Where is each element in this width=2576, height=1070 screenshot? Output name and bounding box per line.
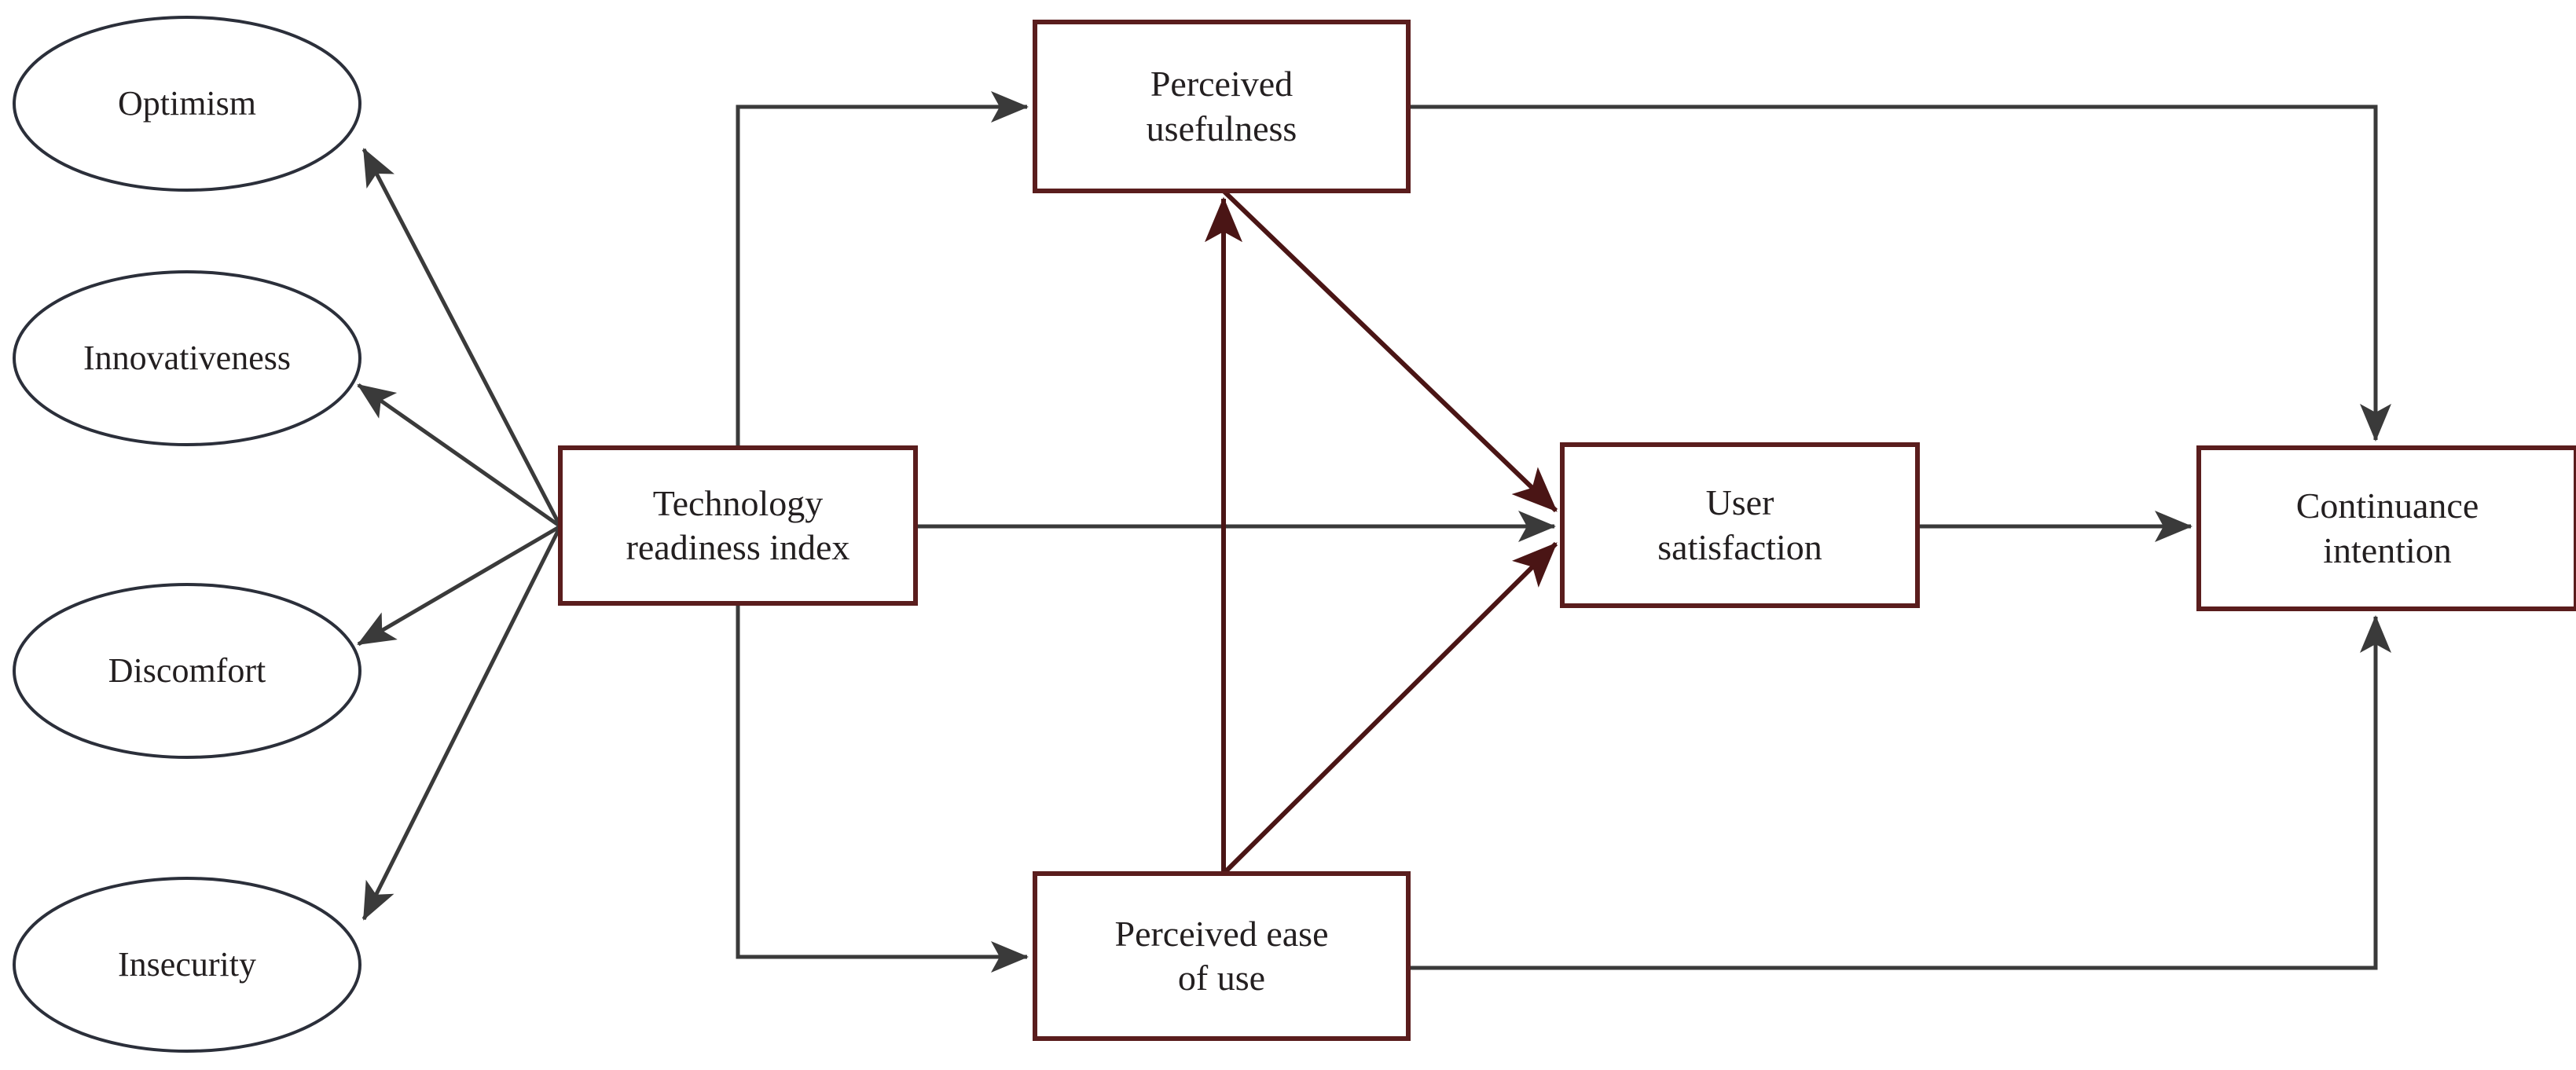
edge-tri-peou [736,603,1029,973]
box-technology-readiness-index[interactable] [558,445,918,606]
edge-tri-optimism [361,148,563,528]
edge-tri-discomfort [357,524,562,647]
ellipse-insecurity[interactable] [13,877,361,1053]
edge-pu-us [1221,189,1558,513]
edge-tri-innovativeness [357,383,562,529]
box-perceived-ease-of-use[interactable] [1033,871,1411,1041]
edge-pu-ci [1408,104,2391,442]
box-perceived-usefulness[interactable] [1033,20,1411,193]
ellipse-discomfort[interactable] [13,583,361,759]
edge-tri-insecurity [361,525,563,921]
edge-peou-ci [1408,614,2391,970]
edge-tri-pu [736,91,1029,448]
ellipse-optimism[interactable] [13,16,361,192]
box-continuance-intention[interactable] [2196,445,2576,611]
edge-peou-us [1221,541,1558,876]
box-user-satisfaction[interactable] [1560,442,1920,608]
ellipse-innovativeness[interactable] [13,270,361,446]
